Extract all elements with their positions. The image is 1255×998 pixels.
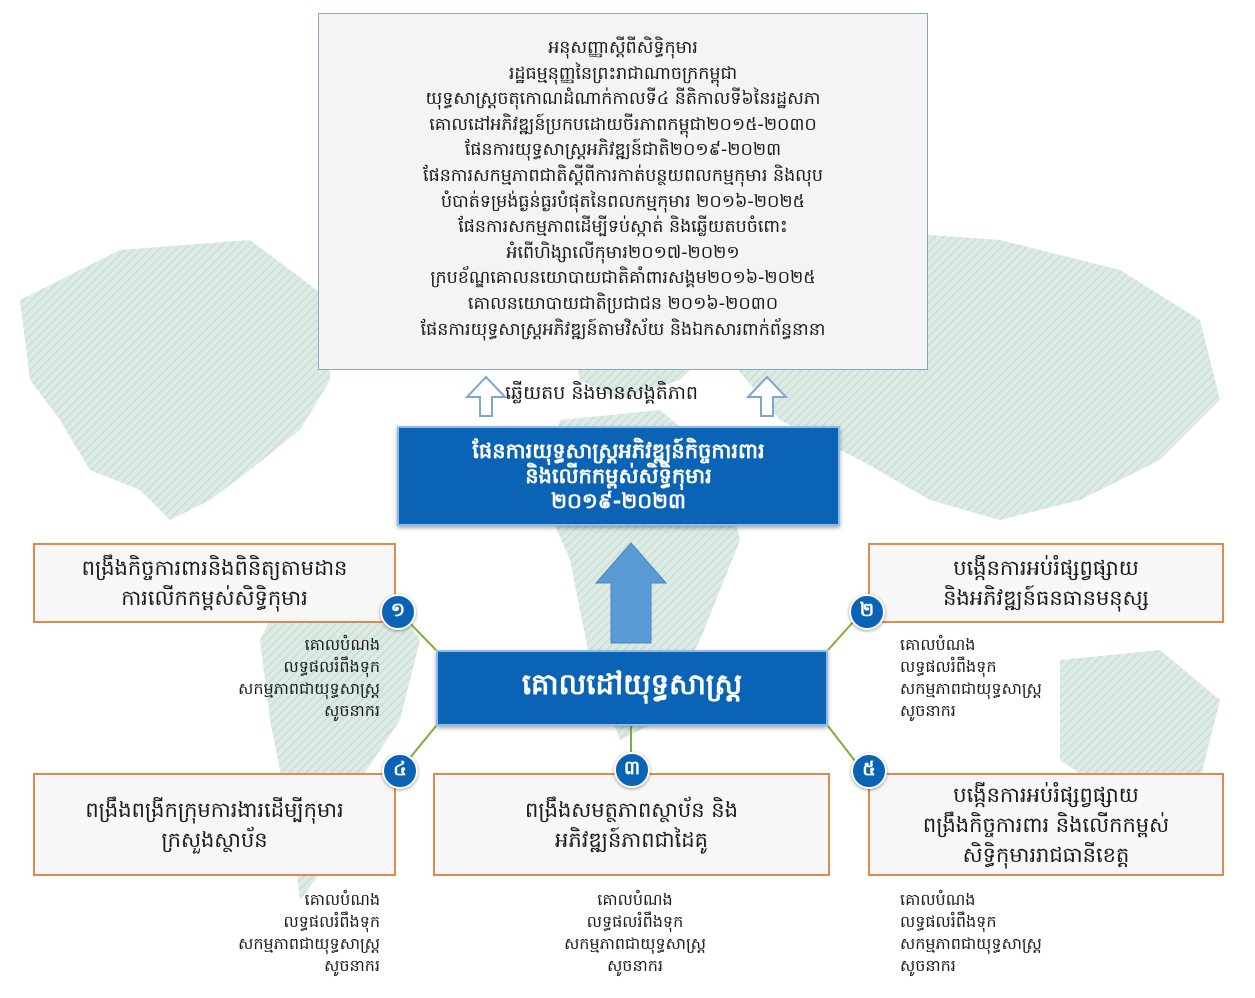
- objective-4-box: ពង្រឹងពង្រីកក្រុមការងារដើម្បីកុមារ ក្រសួ…: [33, 773, 396, 876]
- sub-item-goal: គោលបំណង: [900, 890, 976, 909]
- framework-line: គោលដៅអភិវឌ្ឍន៍ប្រកបដោយចីរភាពកម្ពុជា២០១៥-…: [429, 114, 817, 135]
- strategic-goal-label: គោលដៅយុទ្ធសាស្រ្ត: [521, 667, 743, 701]
- sub-item-indicators: សូចនាករ: [324, 956, 380, 975]
- framework-line: ក្របខ័ណ្ឌគោលនយោបាយជាតិគាំពារសង្គម២០១៦-២០…: [430, 268, 816, 289]
- response-coherence-label: ឆ្លើយតប និងមានសង្គតិភាព: [505, 382, 698, 404]
- objective-5-line: សិទ្ធិកុមាររាជធានីខេត្ត: [962, 842, 1130, 867]
- objective-3-line: ពង្រឹងសមត្ថភាពស្ថាប័ន និង: [525, 797, 738, 822]
- sub-item-goal: គោលបំណង: [304, 890, 380, 909]
- objective-5-number-badge: ៥: [851, 753, 887, 789]
- strategic-plan-box: ផែនការយុទ្ធសាស្រ្តអភិវឌ្ឍន៍កិច្ចការពារ ន…: [397, 426, 840, 526]
- sub-item-strategic-actions: សកម្មភាពជាយុទ្ធសាស្រ្ត: [564, 934, 706, 953]
- sub-item-indicators: សូចនាករ: [900, 956, 956, 975]
- sub-item-expected-results: លទ្ធផលរំពឹងទុក: [283, 657, 380, 676]
- objective-2-box: បង្កើនការអប់រំផ្សព្វផ្សាយ និងអភិវឌ្ឍន៍ធន…: [868, 543, 1224, 623]
- sub-item-strategic-actions: សកម្មភាពជាយុទ្ធសាស្រ្ត: [238, 934, 380, 953]
- framework-line: ផែនការសកម្មភាពដើម្បីទប់ស្កាត់ និងឆ្លើយតប…: [458, 217, 788, 238]
- objective-1-line: ពង្រឹងកិច្ចការពារនិងពិនិត្យតាមដាន: [81, 556, 348, 580]
- plan-title-line: ផែនការយុទ្ធសាស្រ្តអភិវឌ្ឍន៍កិច្ចការពារ: [472, 438, 765, 463]
- continent-australia: [1060, 650, 1220, 800]
- continent-north-america: [20, 240, 330, 520]
- strategic-goal-box: គោលដៅយុទ្ធសាស្រ្ត: [436, 650, 828, 726]
- sub-item-expected-results: លទ្ធផលរំពឹងទុក: [900, 912, 997, 931]
- objective-2-sub-items: គោលបំណង លទ្ធផលរំពឹងទុក សកម្មភាពជាយុទ្ធសា…: [900, 634, 1110, 722]
- sub-item-indicators: សូចនាករ: [607, 956, 663, 975]
- framework-line: បំបាត់ទម្រង់ធ្ងន់ធ្ងរបំផុតនៃពលកម្មកុមារ …: [440, 191, 805, 212]
- framework-line: ផែនការយុទ្ធសាស្រ្តអភិវឌ្ឍន៍ជាតិ២០១៩-២០២៣: [464, 140, 782, 161]
- objective-5-box: បង្កើនការអប់រំផ្សព្វផ្សាយ ពង្រឹងកិច្ចការ…: [868, 773, 1224, 876]
- objective-5-line: ពង្រឹងកិច្ចការពារ និងលើកកម្ពស់: [922, 812, 1170, 837]
- framework-line: យុទ្ធសាស្រ្តចតុកោណដំណាក់កាលទី៤ នីតិកាលទី…: [425, 89, 821, 110]
- sub-item-expected-results: លទ្ធផលរំពឹងទុក: [283, 912, 380, 931]
- sub-item-goal: គោលបំណង: [304, 635, 380, 654]
- objective-4-number-badge: ៤: [382, 753, 418, 789]
- plan-title-line: ២០១៩-២០២៣: [551, 488, 686, 513]
- objective-4-line: ក្រសួងស្ថាប័ន: [161, 827, 268, 852]
- sub-item-goal: គោលបំណង: [900, 635, 976, 654]
- framework-line: ផែនការយុទ្ធសាស្រ្តអភិវឌ្ឍន៍តាមវិស័យ និងឯ…: [420, 319, 826, 340]
- up-arrow-right-icon: [745, 375, 789, 417]
- plan-title-line: និងលើកកម្ពស់សិទ្ធិកុមារ: [525, 463, 712, 488]
- framework-line: អំពើហិង្សាលើកុមារ២០១៧-២០២១: [506, 242, 740, 263]
- framework-line: គោលនយោបាយជាតិប្រជាជន ២០១៦-២០៣០: [467, 293, 779, 314]
- framework-line: រដ្ឋធម្មនុញ្ញនៃព្រះរាជាណាចក្រកម្ពុជា: [508, 63, 738, 84]
- objective-3-line: អភិវឌ្ឍន៍ភាពជាដៃគូ: [555, 827, 708, 852]
- framework-line: ផែនការសកម្មភាពជាតិស្តីពីការកាត់បន្ថយពលកម…: [423, 165, 823, 186]
- objective-3-sub-items: គោលបំណង លទ្ធផលរំពឹងទុក សកម្មភាពជាយុទ្ធសា…: [540, 889, 730, 977]
- objective-2-line: បង្កើនការអប់រំផ្សព្វផ្សាយ: [953, 556, 1139, 580]
- objective-2-number-badge: ២: [849, 594, 885, 630]
- objective-4-sub-items: គោលបំណង លទ្ធផលរំពឹងទុក សកម្មភាពជាយុទ្ធសា…: [170, 889, 380, 977]
- up-arrow-left-icon: [464, 375, 508, 417]
- objective-2-line: និងអភិវឌ្ឍន៍ធនធានមនុស្ស: [943, 586, 1149, 610]
- sub-item-strategic-actions: សកម្មភាពជាយុទ្ធសាស្រ្ត: [238, 679, 380, 698]
- framework-line: អនុសញ្ញាស្តីពីសិទ្ធិកុមារ: [548, 38, 698, 58]
- objective-5-line: បង្កើនការអប់រំផ្សព្វផ្សាយ: [953, 782, 1139, 807]
- objective-3-number-badge: ៣: [614, 752, 650, 788]
- objective-1-number-badge: ១: [380, 594, 416, 630]
- sub-item-expected-results: លទ្ធផលរំពឹងទុក: [586, 912, 684, 931]
- sub-item-expected-results: លទ្ធផលរំពឹងទុក: [900, 657, 997, 676]
- sub-item-indicators: សូចនាករ: [324, 701, 380, 720]
- objective-1-box: ពង្រឹងកិច្ចការពារនិងពិនិត្យតាមដាន ការលើក…: [33, 543, 396, 623]
- sub-item-goal: គោលបំណង: [597, 890, 673, 909]
- objective-5-sub-items: គោលបំណង លទ្ធផលរំពឹងទុក សកម្មភាពជាយុទ្ធសា…: [900, 889, 1110, 977]
- sub-item-indicators: សូចនាករ: [900, 701, 956, 720]
- objective-1-sub-items: គោលបំណង លទ្ធផលរំពឹងទុក សកម្មភាពជាយុទ្ធសា…: [170, 634, 380, 722]
- objective-1-line: ការលើកកម្ពស់សិទ្ធិកុមារ: [121, 586, 308, 610]
- objective-4-line: ពង្រឹងពង្រីកក្រុមការងារដើម្បីកុមារ: [85, 797, 344, 822]
- objective-3-box: ពង្រឹងសមត្ថភាពស្ថាប័ន និង អភិវឌ្ឍន៍ភាពជា…: [433, 773, 830, 876]
- sub-item-strategic-actions: សកម្មភាពជាយុទ្ធសាស្រ្ត: [900, 679, 1042, 698]
- policy-framework-box: អនុសញ្ញាស្តីពីសិទ្ធិកុមារ រដ្ឋធម្មនុញ្ញន…: [318, 13, 928, 370]
- big-up-arrow-icon: [594, 542, 668, 644]
- sub-item-strategic-actions: សកម្មភាពជាយុទ្ធសាស្រ្ត: [900, 934, 1042, 953]
